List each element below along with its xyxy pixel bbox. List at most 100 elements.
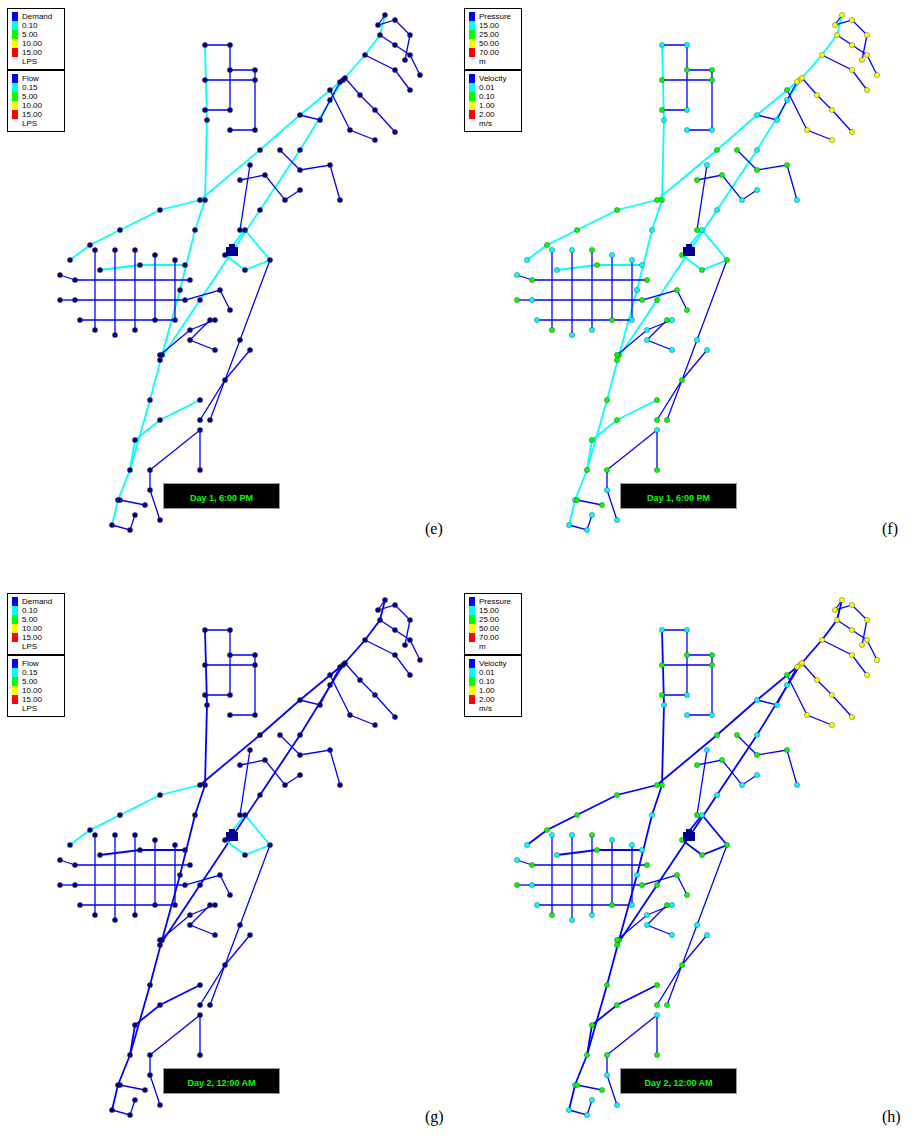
junction-dot	[684, 67, 689, 72]
pipe-link	[657, 667, 797, 785]
pipe-link	[587, 985, 657, 1055]
junction-dot	[714, 147, 719, 152]
tank-symbol	[683, 829, 695, 841]
pipe-link	[657, 82, 797, 200]
junction-dot	[262, 172, 267, 177]
junction-dot	[849, 42, 854, 47]
legend-swatch	[12, 21, 18, 30]
junction-dot	[157, 417, 162, 422]
junction-dot	[297, 112, 302, 117]
legend-row: 0.01	[469, 83, 515, 92]
junction-dot	[569, 917, 574, 922]
junction-dot	[849, 17, 854, 22]
legend-value: 10.00	[22, 624, 42, 633]
junction-dot	[709, 662, 714, 667]
junction-dot	[659, 782, 664, 787]
junction-dot	[609, 837, 614, 842]
pipe-link	[647, 320, 672, 350]
junction-dot	[147, 397, 152, 402]
junction-dot	[127, 1052, 132, 1057]
junction-dot	[342, 75, 347, 80]
junction-dot	[337, 197, 342, 202]
legend-row: Pressure	[469, 12, 515, 21]
junction-dot	[549, 912, 554, 917]
legend-base-swatch	[12, 74, 18, 83]
junction-dot	[639, 847, 644, 852]
junction-dot	[157, 517, 162, 522]
pipe-link	[571, 835, 572, 920]
pipe-link	[837, 620, 877, 660]
junction-dot	[829, 137, 834, 142]
junction-dot	[252, 67, 257, 72]
junction-dot	[392, 129, 397, 134]
junction-dot	[669, 317, 674, 322]
pipe-link	[527, 200, 657, 260]
junction-dot	[87, 827, 92, 832]
junction-dot	[77, 317, 82, 322]
pipe-link	[591, 835, 592, 915]
junction-dot	[112, 832, 117, 837]
pipe-link	[112, 785, 205, 1110]
legend-box: Velocity0.010.101.002.00m/s	[464, 70, 522, 132]
junction-dot	[407, 672, 412, 677]
junction-dot	[57, 857, 62, 862]
junction-dot	[227, 692, 232, 697]
legend-value: 0.15	[22, 668, 38, 677]
junction-dot	[604, 487, 609, 492]
legend-box: Flow0.155.0010.0015.00LPS	[7, 655, 65, 717]
junction-dot	[684, 692, 689, 697]
junction-dot	[699, 812, 704, 817]
junction-dot	[599, 502, 604, 507]
junction-dot	[157, 1102, 162, 1107]
junction-dot	[132, 1097, 137, 1102]
pipe-link	[822, 55, 867, 90]
junction-dot	[604, 1052, 609, 1057]
legend-swatch	[469, 695, 475, 704]
legend-row: LPS	[12, 642, 58, 651]
legend-row: LPS	[12, 57, 58, 66]
pipe-link	[240, 175, 300, 200]
time-label-box: Day 2, 12:00 AM	[163, 1068, 280, 1094]
pipe-link	[75, 864, 190, 865]
junction-dot	[684, 892, 689, 897]
legend-value: 15.00	[479, 21, 499, 30]
junction-dot	[92, 327, 97, 332]
junction-dot	[804, 127, 809, 132]
pipe-link	[330, 675, 375, 725]
junction-dot	[774, 117, 779, 122]
pipe-link	[662, 664, 712, 665]
junction-dot	[874, 657, 879, 662]
junction-dot	[734, 732, 739, 737]
pipe-link	[185, 875, 230, 895]
junction-dot	[694, 812, 699, 817]
junction-dot	[832, 607, 837, 612]
junction-dot	[859, 57, 864, 62]
junction-dot	[832, 22, 837, 27]
junction-dot	[127, 467, 132, 472]
legend-swatch	[469, 83, 475, 92]
junction-dot	[57, 882, 62, 887]
junction-dot	[392, 42, 397, 47]
junction-dot	[152, 317, 157, 322]
junction-dot	[132, 832, 137, 837]
pipe-link	[154, 840, 155, 905]
junction-dot	[644, 912, 649, 917]
pipe-link	[380, 35, 420, 75]
network-map	[514, 597, 879, 1117]
junction-dot	[247, 932, 252, 937]
junction-dot	[654, 782, 659, 787]
network-map	[57, 597, 422, 1117]
junction-dot	[754, 697, 759, 702]
junction-dot	[327, 682, 332, 687]
legend-value: 50.00	[479, 39, 499, 48]
legend-row: 10.00	[12, 624, 58, 633]
legend-row: 10.00	[12, 686, 58, 695]
legend-row: 15.00	[469, 606, 515, 615]
junction-dot	[92, 912, 97, 917]
junction-dot	[217, 287, 222, 292]
pipe-link	[210, 845, 270, 1005]
junction-dot	[584, 1052, 589, 1057]
pipe-link	[345, 663, 395, 717]
legend-row: 10.00	[12, 39, 58, 48]
pipe-link	[757, 667, 797, 705]
